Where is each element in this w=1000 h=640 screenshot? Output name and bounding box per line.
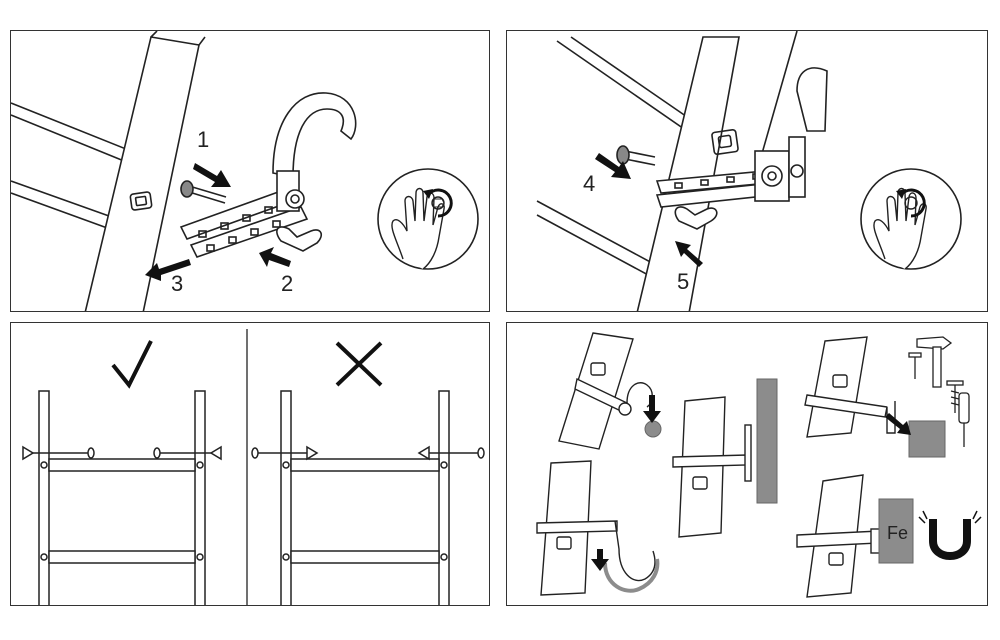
wall-block — [756, 378, 778, 504]
screw-icon — [946, 380, 964, 413]
uses-diagram: Fe — [536, 332, 982, 598]
orientation-diagram — [22, 329, 485, 605]
magnet-icon — [918, 510, 982, 560]
screwdriver-icon — [958, 392, 970, 447]
iron-plate — [878, 498, 914, 564]
tighten-bolt-diagram: 4 5 — [536, 31, 962, 311]
rotate-arrow-icon-2 — [896, 188, 926, 218]
hammer-icon — [916, 336, 953, 388]
panel-uses: Fe — [506, 322, 988, 606]
attach-hook-diagram: 1 2 3 — [11, 31, 479, 311]
step-2-label: 2 — [281, 271, 293, 296]
cross-mark-icon — [335, 341, 383, 387]
check-mark-icon — [111, 340, 153, 389]
hand-tighten-icon — [391, 187, 445, 270]
panel-orientation — [10, 322, 490, 606]
step-3-label: 3 — [171, 271, 183, 296]
fe-label: Fe — [887, 523, 908, 543]
rotate-arrow-icon — [423, 188, 453, 218]
nail-icon — [908, 352, 922, 379]
step-4-label: 4 — [583, 171, 595, 196]
hand-tighten-icon-2 — [873, 187, 927, 270]
step-1-label: 1 — [197, 127, 209, 152]
panel-tighten-bolt: 4 5 — [506, 30, 988, 312]
step-5-label: 5 — [677, 269, 689, 294]
panel-attach-hook: 1 2 3 — [10, 30, 490, 312]
